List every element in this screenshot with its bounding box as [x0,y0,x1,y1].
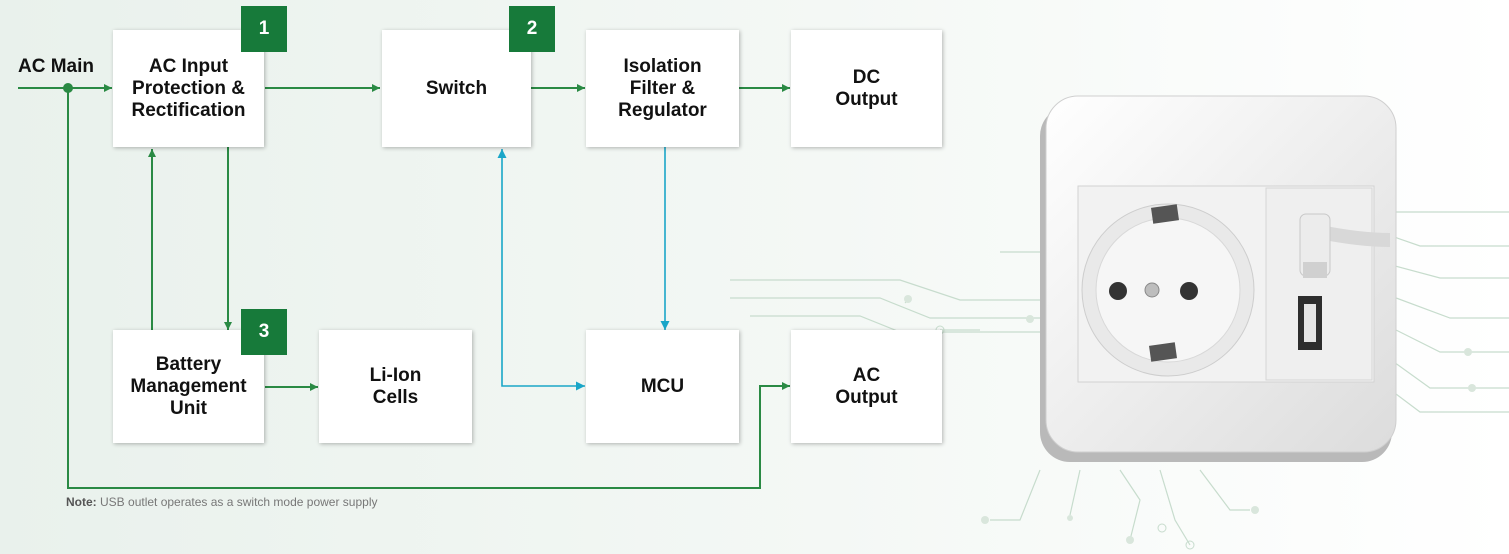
usb-plug-icon [1299,213,1391,278]
schuko-socket-icon [1081,203,1255,377]
switch-block: Switch [382,30,531,147]
footnote-label: Note: [66,495,97,509]
arrow-acmain-to-acoutput [67,88,790,489]
ac-main-label: AC Main [18,56,94,77]
li-ion-cells-block: Li-Ion Cells [319,330,472,443]
dc-output-block: DC Output [791,30,942,147]
step-badge-1: 1 [241,6,287,52]
mcu-block: MCU [586,330,739,443]
isolation-filter-regulator-block: Isolation Filter & Regulator [586,30,739,147]
footnote-text: USB outlet operates as a switch mode pow… [96,495,378,509]
ac-input-protection-block: AC Input Protection & Rectification [113,30,264,147]
step-badge-2: 2 [509,6,555,52]
ac-output-block: AC Output [791,330,942,443]
battery-management-unit-block: Battery Management Unit [113,330,264,443]
usb-port-icon [1298,296,1322,350]
ac-main-junction [63,83,73,93]
step-badge-3: 3 [241,309,287,355]
footnote: Note: USB outlet operates as a switch mo… [66,495,377,509]
arrow-switch-mcu [497,149,585,391]
